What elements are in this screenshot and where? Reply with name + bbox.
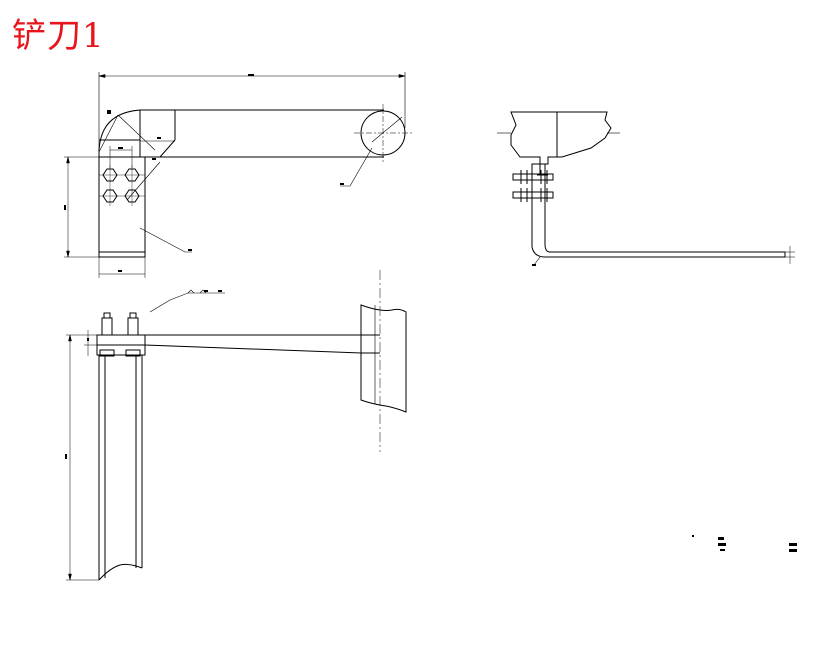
front-bolts — [99, 312, 141, 357]
drawing-title: 铲刀1 — [12, 16, 105, 56]
tapered-beam — [144, 334, 362, 354]
mount-bracket — [510, 111, 612, 165]
title-block-marks — [692, 535, 797, 552]
front-view — [65, 270, 407, 581]
blade-plate — [98, 156, 146, 258]
side-bolts — [512, 170, 554, 202]
wall-mount — [360, 304, 407, 413]
side-view — [497, 111, 795, 266]
arm-outline — [98, 109, 384, 157]
bolt-pattern — [99, 165, 145, 206]
top-view — [64, 72, 412, 278]
vertical-blade — [98, 355, 143, 580]
overall-length-dimension — [98, 72, 406, 158]
